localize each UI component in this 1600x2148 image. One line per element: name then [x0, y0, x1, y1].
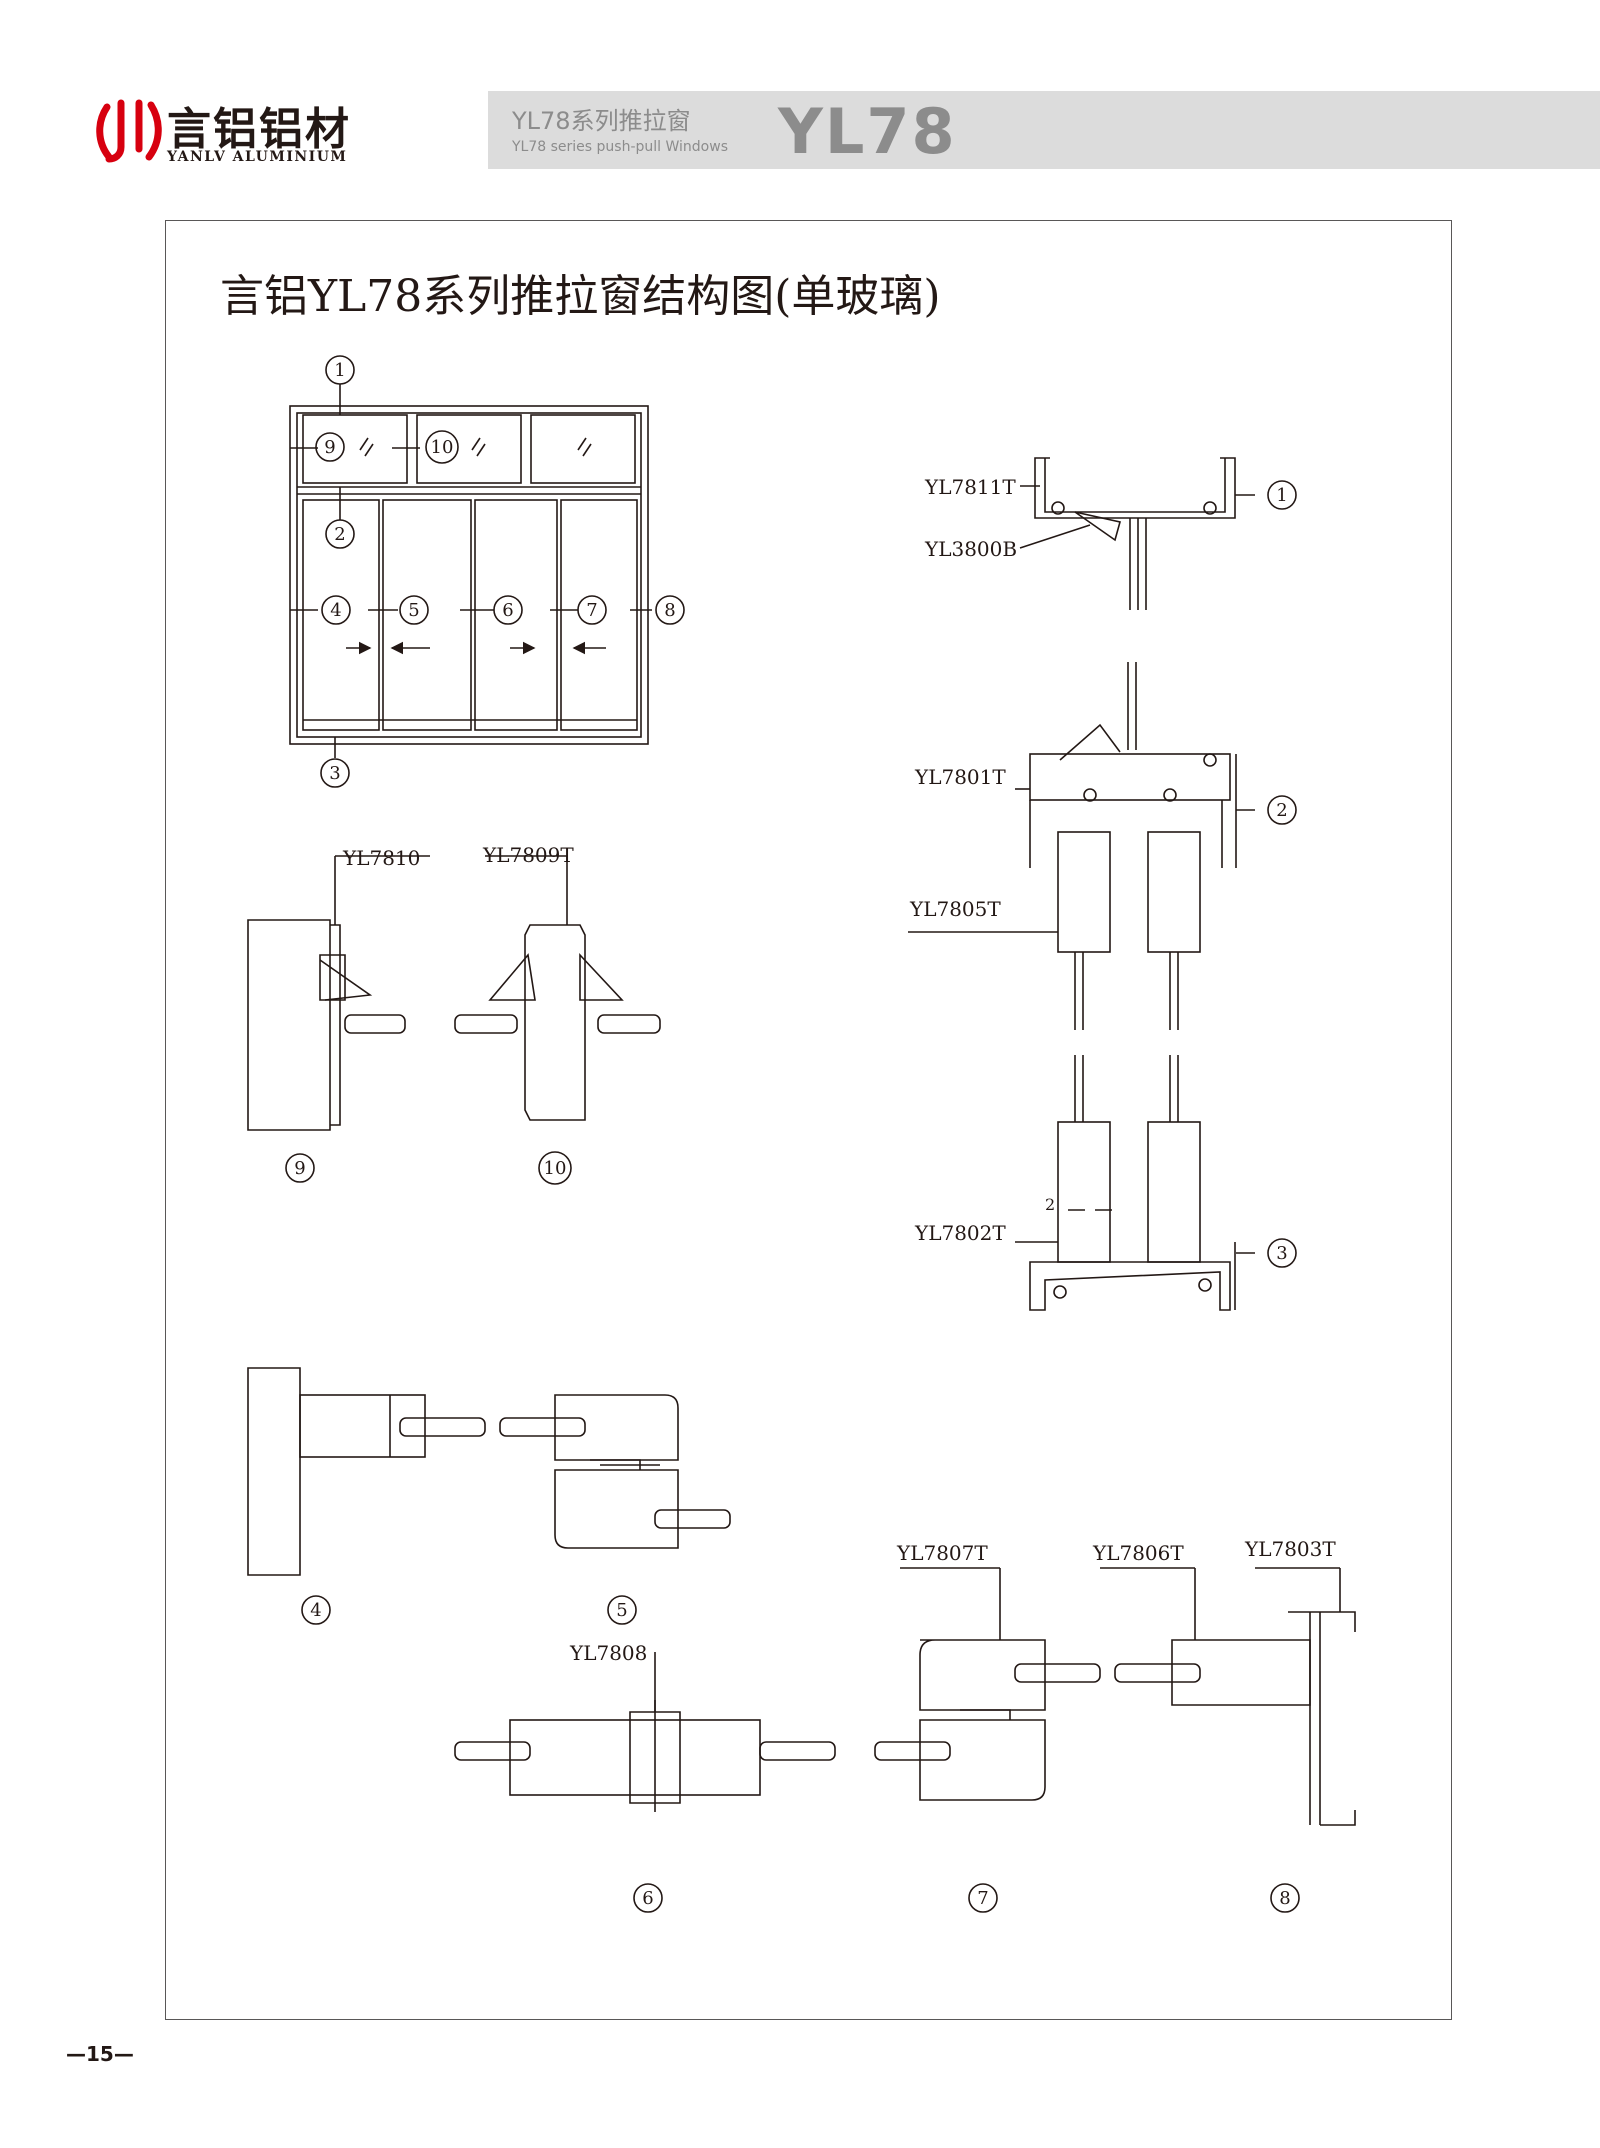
profile-label-yl3800b: YL3800B: [924, 537, 1017, 561]
window-elevation: [289, 384, 652, 758]
section-label-6: 6: [642, 1888, 653, 1909]
profile-label-yl7809t: YL7809T: [482, 843, 574, 867]
profile-label-yl7810: YL7810: [342, 846, 420, 870]
callout-1: 1: [334, 360, 345, 381]
section-9-transom: [247, 855, 430, 1131]
callout-circle-4: [321, 595, 351, 625]
diagram-title: 言铝YL78系列推拉窗结构图(单玻璃): [220, 271, 941, 322]
profile-label-yl7807t: YL7807T: [896, 1541, 988, 1565]
profile-label-yl7802t: YL7802T: [914, 1221, 1006, 1245]
callout-10: 10: [431, 437, 454, 458]
callout-circle-5: [399, 595, 429, 625]
section-6-meeting-stile: [454, 1652, 836, 1812]
dimension-label: 2: [1045, 1195, 1055, 1214]
profile-label-yl7808: YL7808: [569, 1641, 647, 1665]
section-label-10: 10: [544, 1158, 567, 1179]
callout-circle-1: [325, 355, 355, 385]
callout-4: 4: [330, 600, 341, 621]
brand-logo: 言铝铝材 YANLV ALUMINIUM: [95, 95, 395, 175]
callout-circle-3-section: [1267, 1238, 1297, 1268]
callout-circle-1-section: [1267, 480, 1297, 510]
section-label-4: 4: [310, 1600, 321, 1621]
series-code: YL78: [778, 95, 957, 168]
brand-name-cn: 言铝铝材: [167, 104, 351, 155]
callout-circle-9: [315, 432, 345, 462]
section-label-3: 3: [1276, 1243, 1287, 1264]
section-label-9: 9: [294, 1158, 305, 1179]
diagram-frame: [165, 220, 1452, 2020]
callout-circle-2-section: [1267, 795, 1297, 825]
callout-circle-6-section: [633, 1883, 663, 1913]
section-10-mullion: [454, 855, 661, 1121]
series-title-en: YL78 series push-pull Windows: [512, 139, 728, 155]
page-number: —15—: [66, 2042, 134, 2066]
callout-circle-6: [493, 595, 523, 625]
callout-circle-9-section: [285, 1153, 315, 1183]
section-label-1: 1: [1276, 485, 1287, 506]
callout-circle-4-section: [301, 1595, 331, 1625]
callout-circle-8-section: [1270, 1883, 1300, 1913]
callout-circle-7: [577, 595, 607, 625]
callout-7: 7: [586, 600, 597, 621]
profile-label-yl7806t: YL7806T: [1092, 1541, 1184, 1565]
callout-9: 9: [324, 437, 335, 458]
callout-circle-5-section: [607, 1595, 637, 1625]
yl-logo-icon: [96, 99, 162, 163]
section-4-jamb: [247, 1367, 486, 1576]
callout-circle-8: [655, 595, 685, 625]
section-8-side-jamb: [1100, 1567, 1356, 1826]
series-header: YL78系列推拉窗 YL78 series push-pull Windows …: [488, 91, 1600, 169]
callout-circle-7-section: [968, 1883, 998, 1913]
profile-label-yl7801t: YL7801T: [914, 765, 1006, 789]
section-2-sash-head: [908, 662, 1255, 1030]
section-7-meeting-stile: [874, 1567, 1101, 1801]
brand-name-en: YANLV ALUMINIUM: [167, 149, 348, 165]
profile-label-yl7805t: YL7805T: [909, 897, 1001, 921]
section-5-interlock: [499, 1394, 731, 1549]
section-3-sill: [1015, 1055, 1255, 1311]
callout-circle-2: [325, 519, 355, 549]
callout-circle-10-section: [538, 1151, 572, 1185]
profile-label-yl7811t: YL7811T: [924, 475, 1016, 499]
callout-6: 6: [502, 600, 513, 621]
section-label-7: 7: [977, 1888, 988, 1909]
callout-8: 8: [664, 600, 675, 621]
section-1-top-frame: [1019, 457, 1255, 610]
series-title-cn: YL78系列推拉窗: [512, 107, 691, 135]
profile-label-yl7803t: YL7803T: [1244, 1537, 1336, 1561]
callout-circle-10: [425, 430, 459, 464]
section-label-8: 8: [1279, 1888, 1290, 1909]
section-label-5: 5: [616, 1600, 627, 1621]
callout-3: 3: [329, 763, 340, 784]
section-label-2: 2: [1276, 800, 1287, 821]
callout-5: 5: [408, 600, 419, 621]
callout-circle-3: [320, 758, 350, 788]
callout-2: 2: [334, 524, 345, 545]
